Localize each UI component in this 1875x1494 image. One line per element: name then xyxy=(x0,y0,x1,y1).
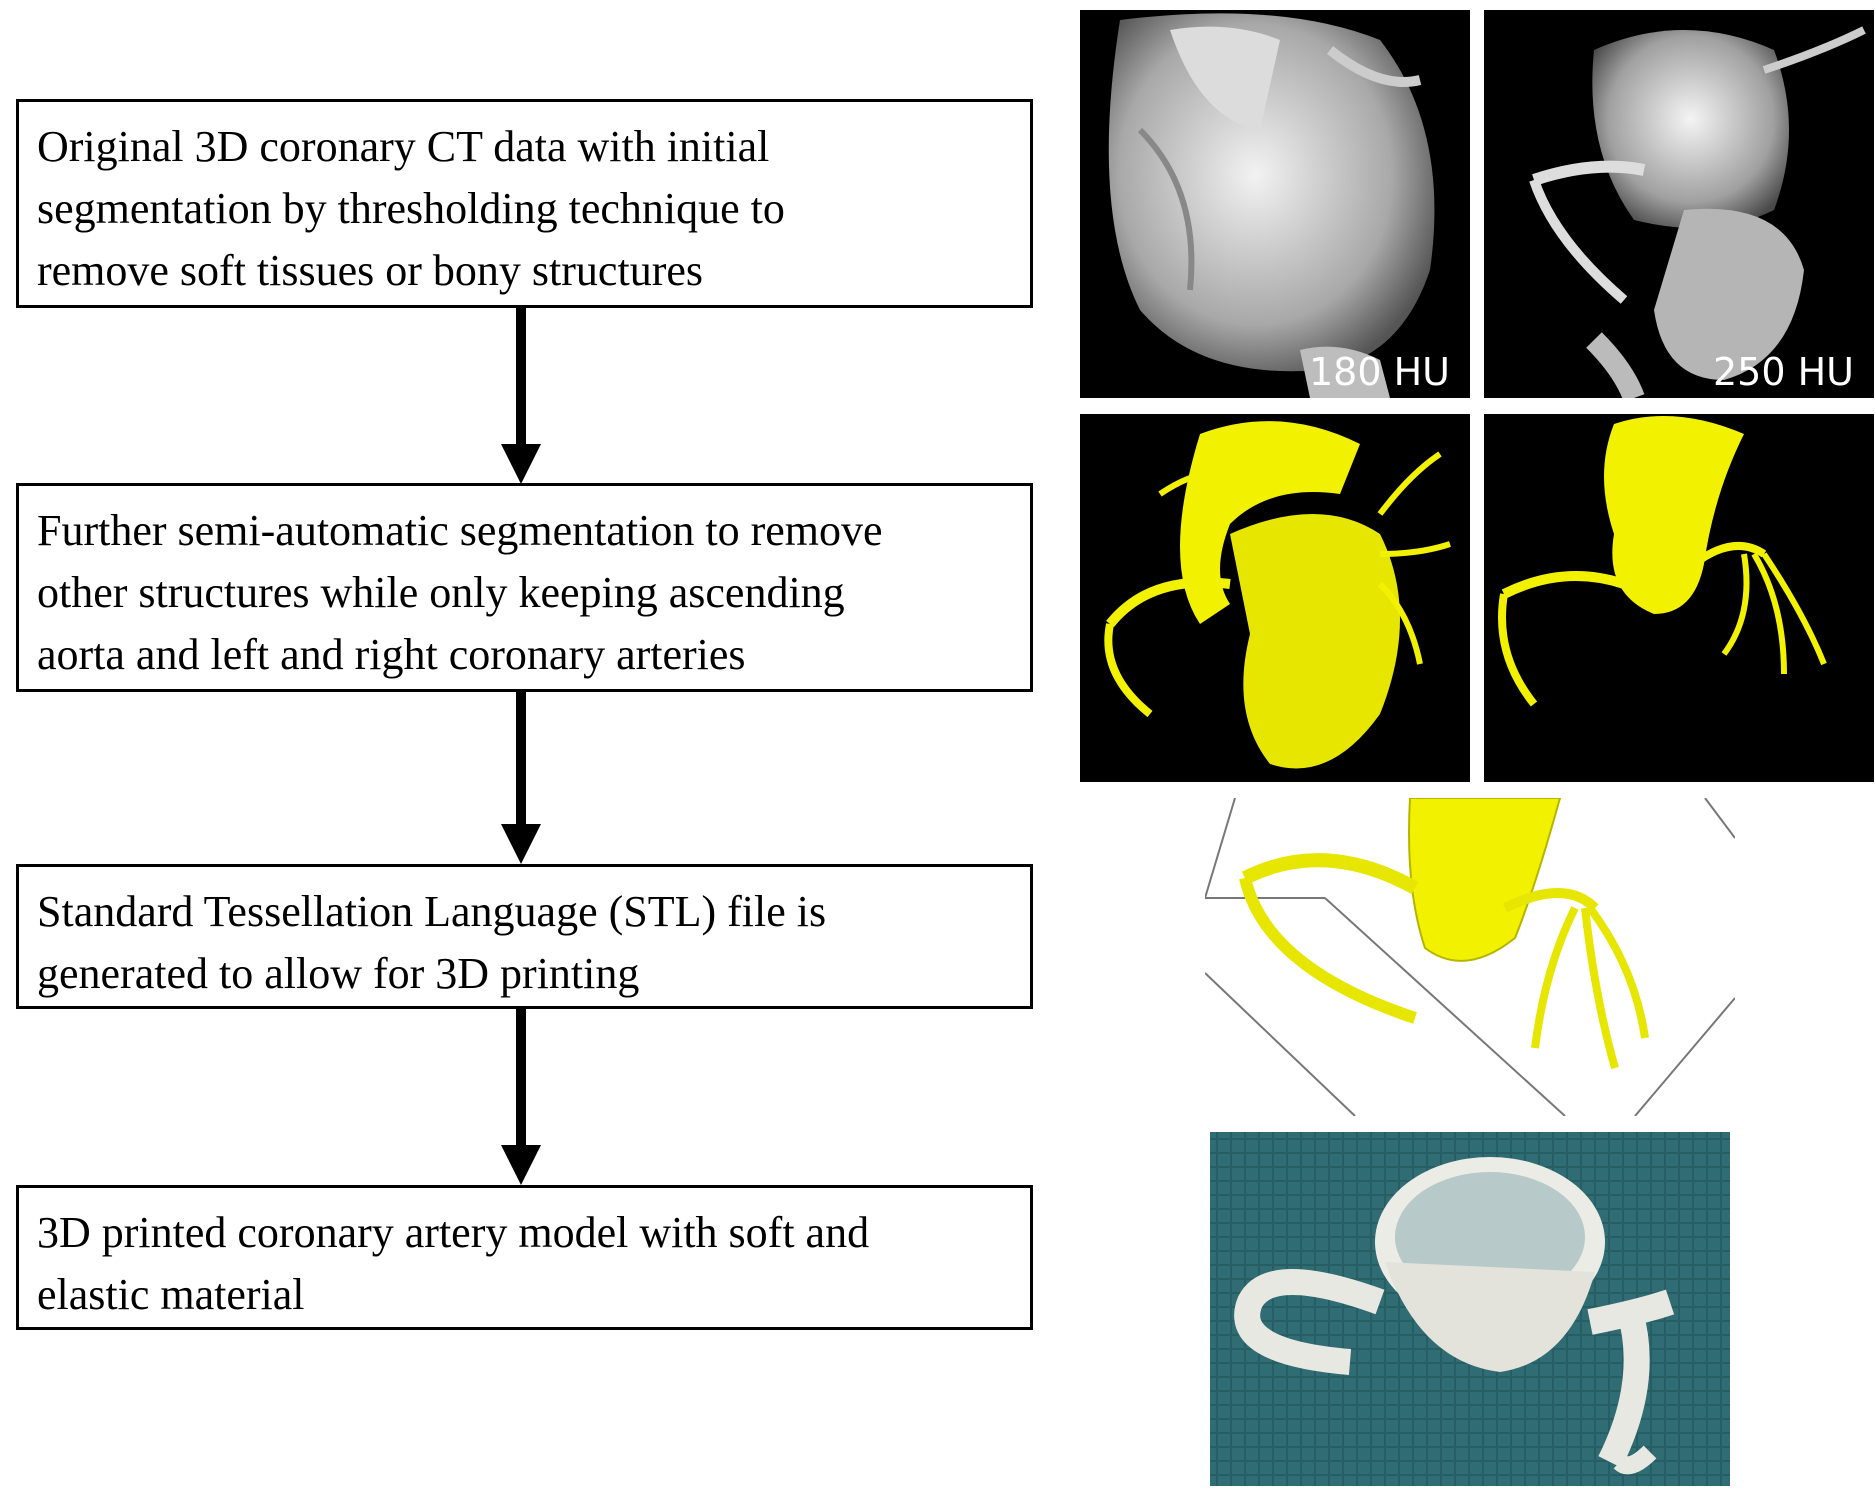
step-box-1: Original 3D coronary CT data with initia… xyxy=(16,99,1033,308)
step-4-line-1: 3D printed coronary artery model with so… xyxy=(37,1208,870,1257)
arrow-3 xyxy=(501,1009,541,1185)
step-2-line-2: other structures while only keeping asce… xyxy=(37,568,845,617)
step-box-3: Standard Tessellation Language (STL) fil… xyxy=(16,864,1033,1009)
step-2-line-1: Further semi-automatic segmentation to r… xyxy=(37,506,883,555)
step-2-line-3: aorta and left and right coronary arteri… xyxy=(37,630,746,679)
ct-volume-250hu-image: 250 HU xyxy=(1484,10,1874,398)
threshold-label-250: 250 HU xyxy=(1713,350,1854,394)
step-box-4: 3D printed coronary artery model with so… xyxy=(16,1185,1033,1330)
arrow-1 xyxy=(501,308,541,484)
segmented-aorta-coronary-yellow-image xyxy=(1484,414,1874,782)
step-box-2: Further semi-automatic segmentation to r… xyxy=(16,483,1033,692)
arrow-2 xyxy=(501,692,541,864)
segmented-heart-yellow-image xyxy=(1080,414,1470,782)
step-1-line-2: segmentation by thresholding technique t… xyxy=(37,184,785,233)
ct-volume-180hu-image: 180 HU xyxy=(1080,10,1470,398)
stl-model-image xyxy=(1205,798,1735,1116)
threshold-label-180: 180 HU xyxy=(1309,350,1450,394)
step-4-line-2: elastic material xyxy=(37,1270,305,1319)
step-3-line-2: generated to allow for 3D printing xyxy=(37,949,640,998)
step-1-line-3: remove soft tissues or bony structures xyxy=(37,246,703,295)
printed-model-photo xyxy=(1210,1132,1730,1486)
step-3-line-1: Standard Tessellation Language (STL) fil… xyxy=(37,887,827,936)
step-1-line-1: Original 3D coronary CT data with initia… xyxy=(37,122,770,171)
